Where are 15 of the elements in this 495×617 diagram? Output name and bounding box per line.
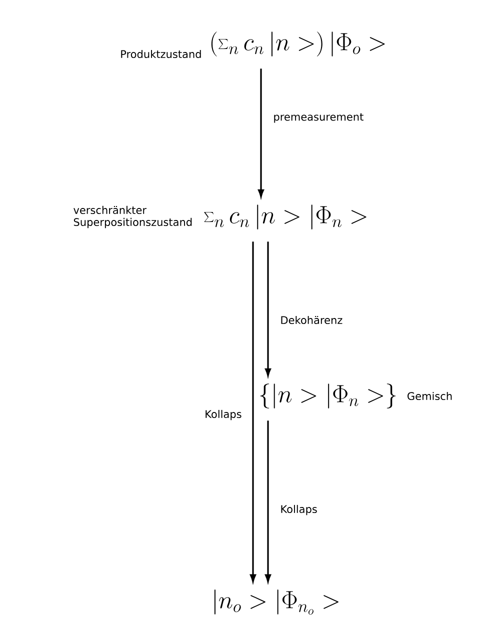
arrow bbox=[258, 68, 264, 198]
arrow bbox=[265, 420, 272, 582]
arrow bbox=[265, 242, 272, 376]
state-formula: $|n_o>|\Phi_{n_o}>$ bbox=[214, 590, 338, 615]
state-label: verschränkter Superpositionszustand bbox=[74, 206, 192, 228]
edge-label: Kollaps bbox=[206, 410, 242, 420]
edge-label: premeasurement bbox=[274, 113, 364, 123]
state-formula: $\sum_n c_n\,|n>|\Phi_n>$ bbox=[204, 204, 366, 230]
state-label: Gemisch bbox=[408, 392, 452, 400]
edge-label: Dekohärenz bbox=[281, 316, 342, 324]
state-label: Produktzustand bbox=[121, 50, 201, 58]
state-formula: $\left(\sum_n c_n\,|n>\right)|\Phi_o>$ bbox=[211, 32, 385, 56]
edge-label: Kollaps bbox=[281, 504, 317, 516]
arrow bbox=[250, 242, 256, 582]
state-formula: $\{|n>|\Phi_n>\}$ bbox=[260, 384, 396, 408]
